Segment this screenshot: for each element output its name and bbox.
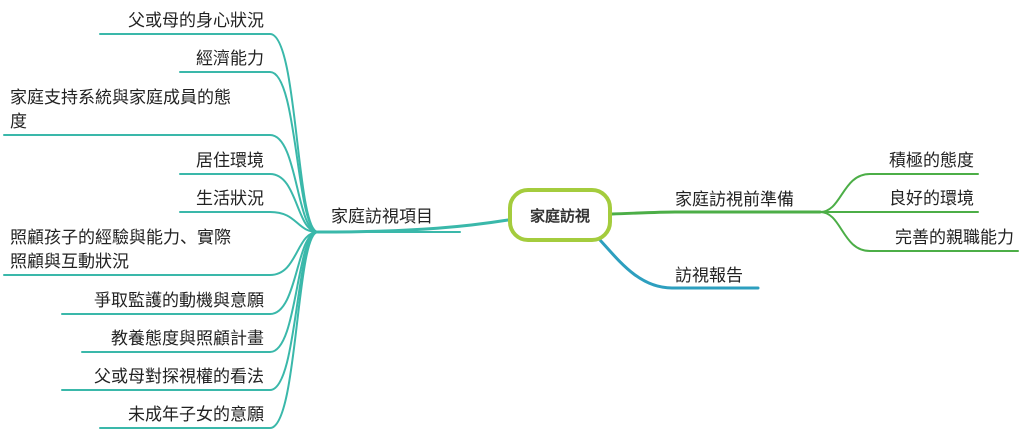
leaf-family-support-line-2: 度 xyxy=(10,112,27,132)
branch-label-visit-report[interactable]: 訪視報告 xyxy=(675,266,743,286)
leaf-parenting-ability[interactable]: 完善的親職能力 xyxy=(895,228,1014,248)
leaf-custody-motivation[interactable]: 爭取監護的動機與意願 xyxy=(94,291,264,311)
leaf-family-support[interactable]: 家庭支持系統與家庭成員的態 度 xyxy=(10,88,231,132)
root-node-box xyxy=(508,188,612,242)
leaf-family-support-line-1: 家庭支持系統與家庭成員的態 xyxy=(10,88,231,108)
connector-leaf-1 xyxy=(179,71,319,233)
leaf-visitation-view[interactable]: 父或母對探視權的看法 xyxy=(94,367,264,387)
root-node[interactable]: 家庭訪視 xyxy=(508,188,612,242)
connector-leaf-4 xyxy=(179,211,319,233)
leaf-childcare-experience-line-1: 照顧孩子的經驗與能力、實際 xyxy=(10,228,231,248)
leaf-good-environment[interactable]: 良好的環境 xyxy=(889,189,974,209)
connector-root-to-pre-visit-prep xyxy=(610,210,822,216)
root-node-label: 家庭訪視 xyxy=(530,207,590,225)
leaf-living-condition[interactable]: 生活狀況 xyxy=(196,189,264,209)
leaf-child-wishes[interactable]: 未成年子女的意願 xyxy=(128,405,264,425)
leaf-economic-ability[interactable]: 經濟能力 xyxy=(196,49,264,69)
branch-label-pre-visit-prep[interactable]: 家庭訪視前準備 xyxy=(675,190,794,210)
connector-right-leaf-2 xyxy=(819,211,1019,252)
connector-root-to-visit-report xyxy=(598,238,760,290)
leaf-parent-health[interactable]: 父或母的身心狀況 xyxy=(128,11,264,31)
connector-right-leaf-0 xyxy=(819,173,979,213)
connectors xyxy=(3,33,1019,429)
leaf-parenting-plan[interactable]: 教養態度與照顧計畫 xyxy=(111,329,264,349)
leaf-childcare-experience-line-2: 照顧與互動狀況 xyxy=(10,252,129,272)
leaf-living-environment[interactable]: 居住環境 xyxy=(196,151,264,171)
connector-leaf-2 xyxy=(3,134,319,233)
leaf-childcare-experience[interactable]: 照顧孩子的經驗與能力、實際 照顧與互動狀況 xyxy=(10,228,231,272)
branch-label-visit-items[interactable]: 家庭訪視項目 xyxy=(331,207,433,227)
connector-leaf-3 xyxy=(179,173,319,233)
connector-leaf-9 xyxy=(99,231,319,429)
leaf-positive-attitude[interactable]: 積極的態度 xyxy=(889,151,974,171)
